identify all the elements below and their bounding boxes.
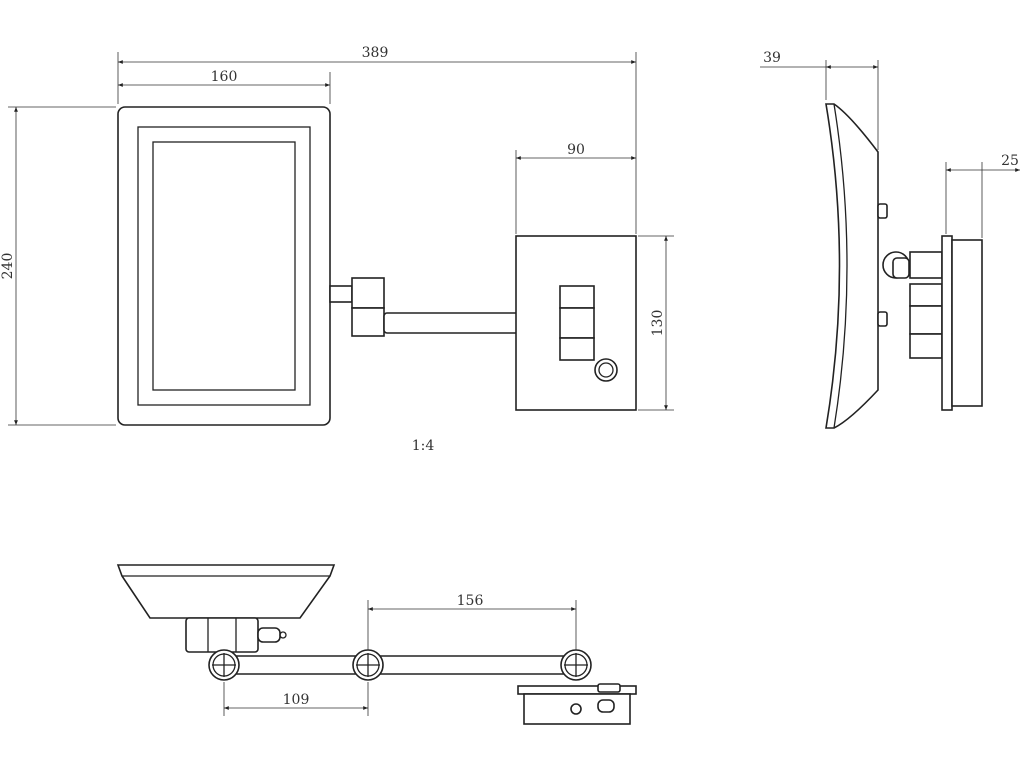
- side-mirror-curve: [833, 103, 848, 429]
- top-hinge-screw: [257, 627, 281, 643]
- top-hinge-block: [185, 617, 259, 653]
- top-plate-slot: [597, 699, 615, 713]
- top-plate-button: [570, 703, 582, 715]
- mirror-glass: [152, 141, 296, 391]
- side-plate-back: [941, 235, 953, 411]
- dim-plate-depth: 25: [1001, 153, 1019, 169]
- side-hinge-block-3: [909, 305, 943, 335]
- top-arm-long: [367, 655, 577, 675]
- side-knob-bottom: [877, 311, 888, 327]
- dim-arm-short: 109: [283, 692, 310, 708]
- side-hinge-block-2: [909, 283, 943, 307]
- joint-3: [560, 649, 592, 681]
- dim-arm-long: 156: [457, 593, 484, 609]
- dim-plate-height: 130: [650, 310, 666, 337]
- front-view: 389 160 240 90 130 1:4: [0, 45, 674, 454]
- dim-depth: 39: [763, 50, 781, 66]
- top-arm-short: [223, 655, 369, 675]
- dim-plate-width: 90: [567, 142, 585, 158]
- mirror-inner-frame: [137, 126, 311, 406]
- plate-hinge-bottom: [559, 337, 595, 361]
- mirror-hinge-pin: [329, 285, 353, 303]
- mirror-hinge-lower: [351, 307, 385, 337]
- mirror-frame: [117, 106, 331, 426]
- joint-1: [208, 649, 240, 681]
- mirror-hinge-upper: [351, 277, 385, 309]
- dim-mirror-height: 240: [0, 253, 16, 280]
- side-hinge-block-1: [909, 251, 943, 279]
- joint-2: [352, 649, 384, 681]
- side-hinge-screw: [892, 257, 910, 279]
- side-mirror-body: [825, 103, 879, 429]
- dim-total-width: 389: [362, 45, 389, 61]
- top-mirror-tray: [116, 564, 336, 619]
- switch-button-inner: [598, 362, 614, 378]
- plate-hinge-top: [559, 285, 595, 309]
- side-view: 39 25: [760, 50, 1020, 429]
- side-plate-body: [951, 239, 983, 407]
- side-hinge-block-4: [909, 333, 943, 359]
- plate-hinge-middle: [559, 307, 595, 339]
- switch-button-outer: [594, 358, 618, 382]
- top-view: 156 109: [116, 564, 637, 725]
- dim-mirror-width: 160: [211, 69, 238, 85]
- side-knob-top: [877, 203, 888, 219]
- scale-label: 1:4: [412, 438, 435, 454]
